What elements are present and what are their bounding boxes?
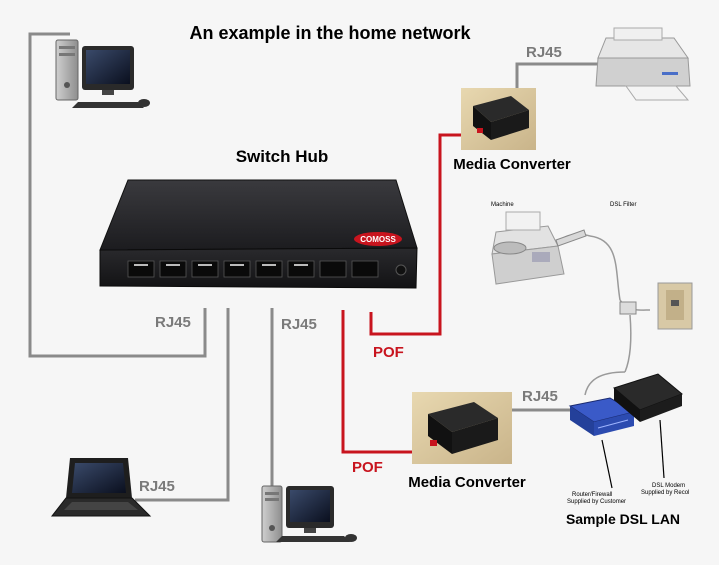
media-converter-label-bottom: Media Converter — [408, 474, 526, 491]
rj45-label-mid: RJ45 — [281, 316, 317, 333]
cable-laptop — [135, 308, 230, 502]
media-converter-icon — [461, 88, 536, 150]
pof-cable-top — [369, 133, 466, 336]
laptop-icon — [50, 458, 152, 517]
machine-label: Machine — [491, 202, 514, 208]
desktop-computer-icon — [55, 39, 150, 108]
modem-caption-line2: Supplied by Recol — [641, 490, 689, 496]
dsl-modem-icon — [612, 373, 683, 422]
cable-desktop-top-left — [28, 32, 207, 358]
printer-icon — [595, 27, 691, 101]
pof-label-top: POF — [373, 344, 404, 361]
switch-hub-label: Switch Hub — [236, 147, 329, 166]
pof-cable-bottom — [341, 310, 420, 454]
desktop-computer-icon — [261, 485, 357, 543]
rj45-label-router: RJ45 — [522, 388, 558, 405]
router-caption-line2: Supplied by Customer — [567, 499, 626, 505]
dsl-filter-label: DSL Filter — [610, 202, 636, 208]
rj45-label-printer: RJ45 — [526, 44, 562, 61]
rj45-label-left: RJ45 — [155, 314, 191, 331]
hub-brand: COMOSS — [360, 235, 396, 244]
modem-pointer — [659, 419, 665, 479]
sample-dsl-lan-label: Sample DSL LAN — [566, 511, 680, 527]
fax-machine-icon — [491, 211, 565, 285]
media-converter-label-top: Media Converter — [453, 156, 571, 173]
wall-jack-icon — [619, 282, 693, 330]
pof-cables — [341, 133, 466, 454]
page-title: An example in the home network — [189, 23, 471, 43]
router-icon — [568, 397, 636, 436]
modem-caption-line1: DSL Modem — [652, 483, 685, 489]
router-pointer — [601, 439, 613, 489]
pof-label-bottom: POF — [352, 459, 383, 476]
phone-lines — [554, 233, 651, 396]
media-converter-icon — [412, 392, 512, 464]
switch-hub-icon: COMOSS — [99, 179, 418, 289]
router-caption-line1: Router/Firewall — [572, 492, 612, 498]
rj45-label-laptop: RJ45 — [139, 478, 175, 495]
dsl-filter-icon — [555, 229, 587, 247]
